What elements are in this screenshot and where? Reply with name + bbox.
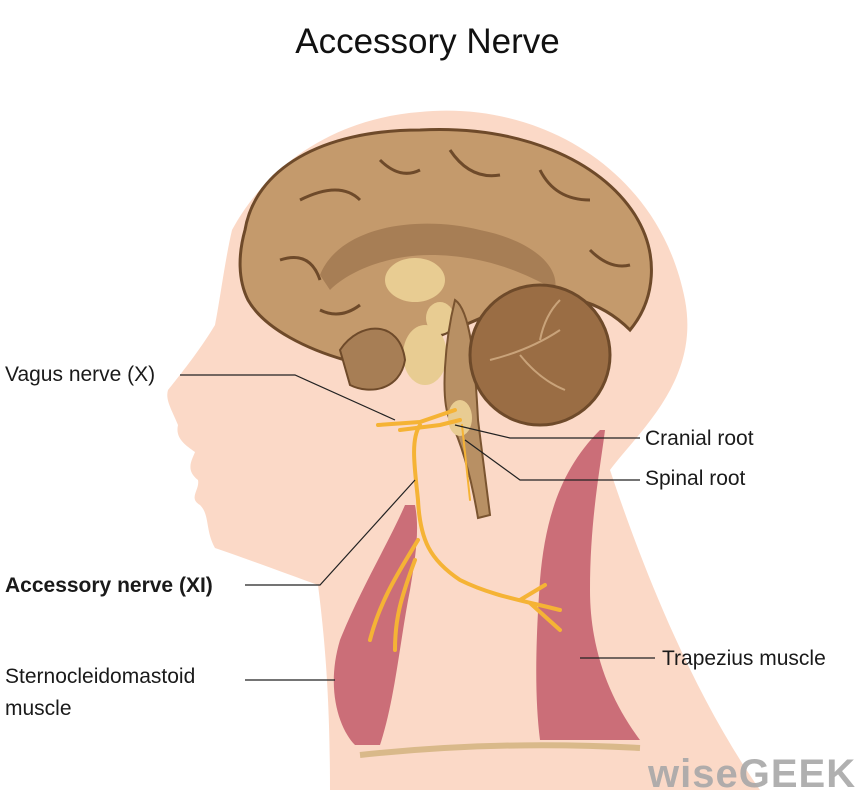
trapezius-muscle: [536, 430, 640, 740]
nerves: [368, 408, 562, 652]
label-spinal-root: Spinal root: [645, 467, 746, 490]
cerebellum: [468, 283, 612, 427]
label-accessory-nerve: Accessory nerve (XI): [5, 574, 213, 597]
diagram-title: Accessory Nerve: [295, 22, 560, 61]
watermark-logo: wiseGEEK: [648, 752, 855, 796]
label-vagus-nerve: Vagus nerve (X): [5, 363, 156, 386]
label-sternocleidomastoid: Sternocleidomastoid: [5, 665, 196, 688]
label-trapezius: Trapezius muscle: [662, 647, 826, 670]
thalamus: [385, 258, 445, 302]
corpus-callosum: [320, 223, 556, 290]
label-cranial-root: Cranial root: [645, 427, 754, 450]
pons: [403, 325, 447, 385]
leader-lines: [180, 374, 655, 681]
label-sternocleidomastoid-line2: muscle: [5, 697, 72, 720]
